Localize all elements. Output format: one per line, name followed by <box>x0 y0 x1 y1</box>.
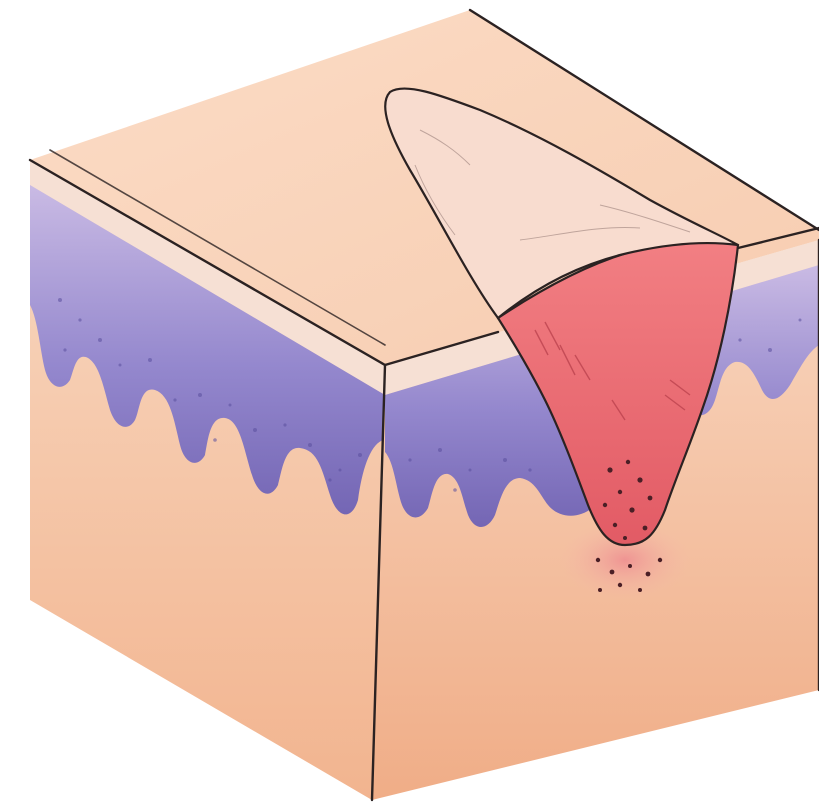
skin-ulcer-cross-section <box>0 0 819 809</box>
illustration-canvas <box>0 0 819 809</box>
